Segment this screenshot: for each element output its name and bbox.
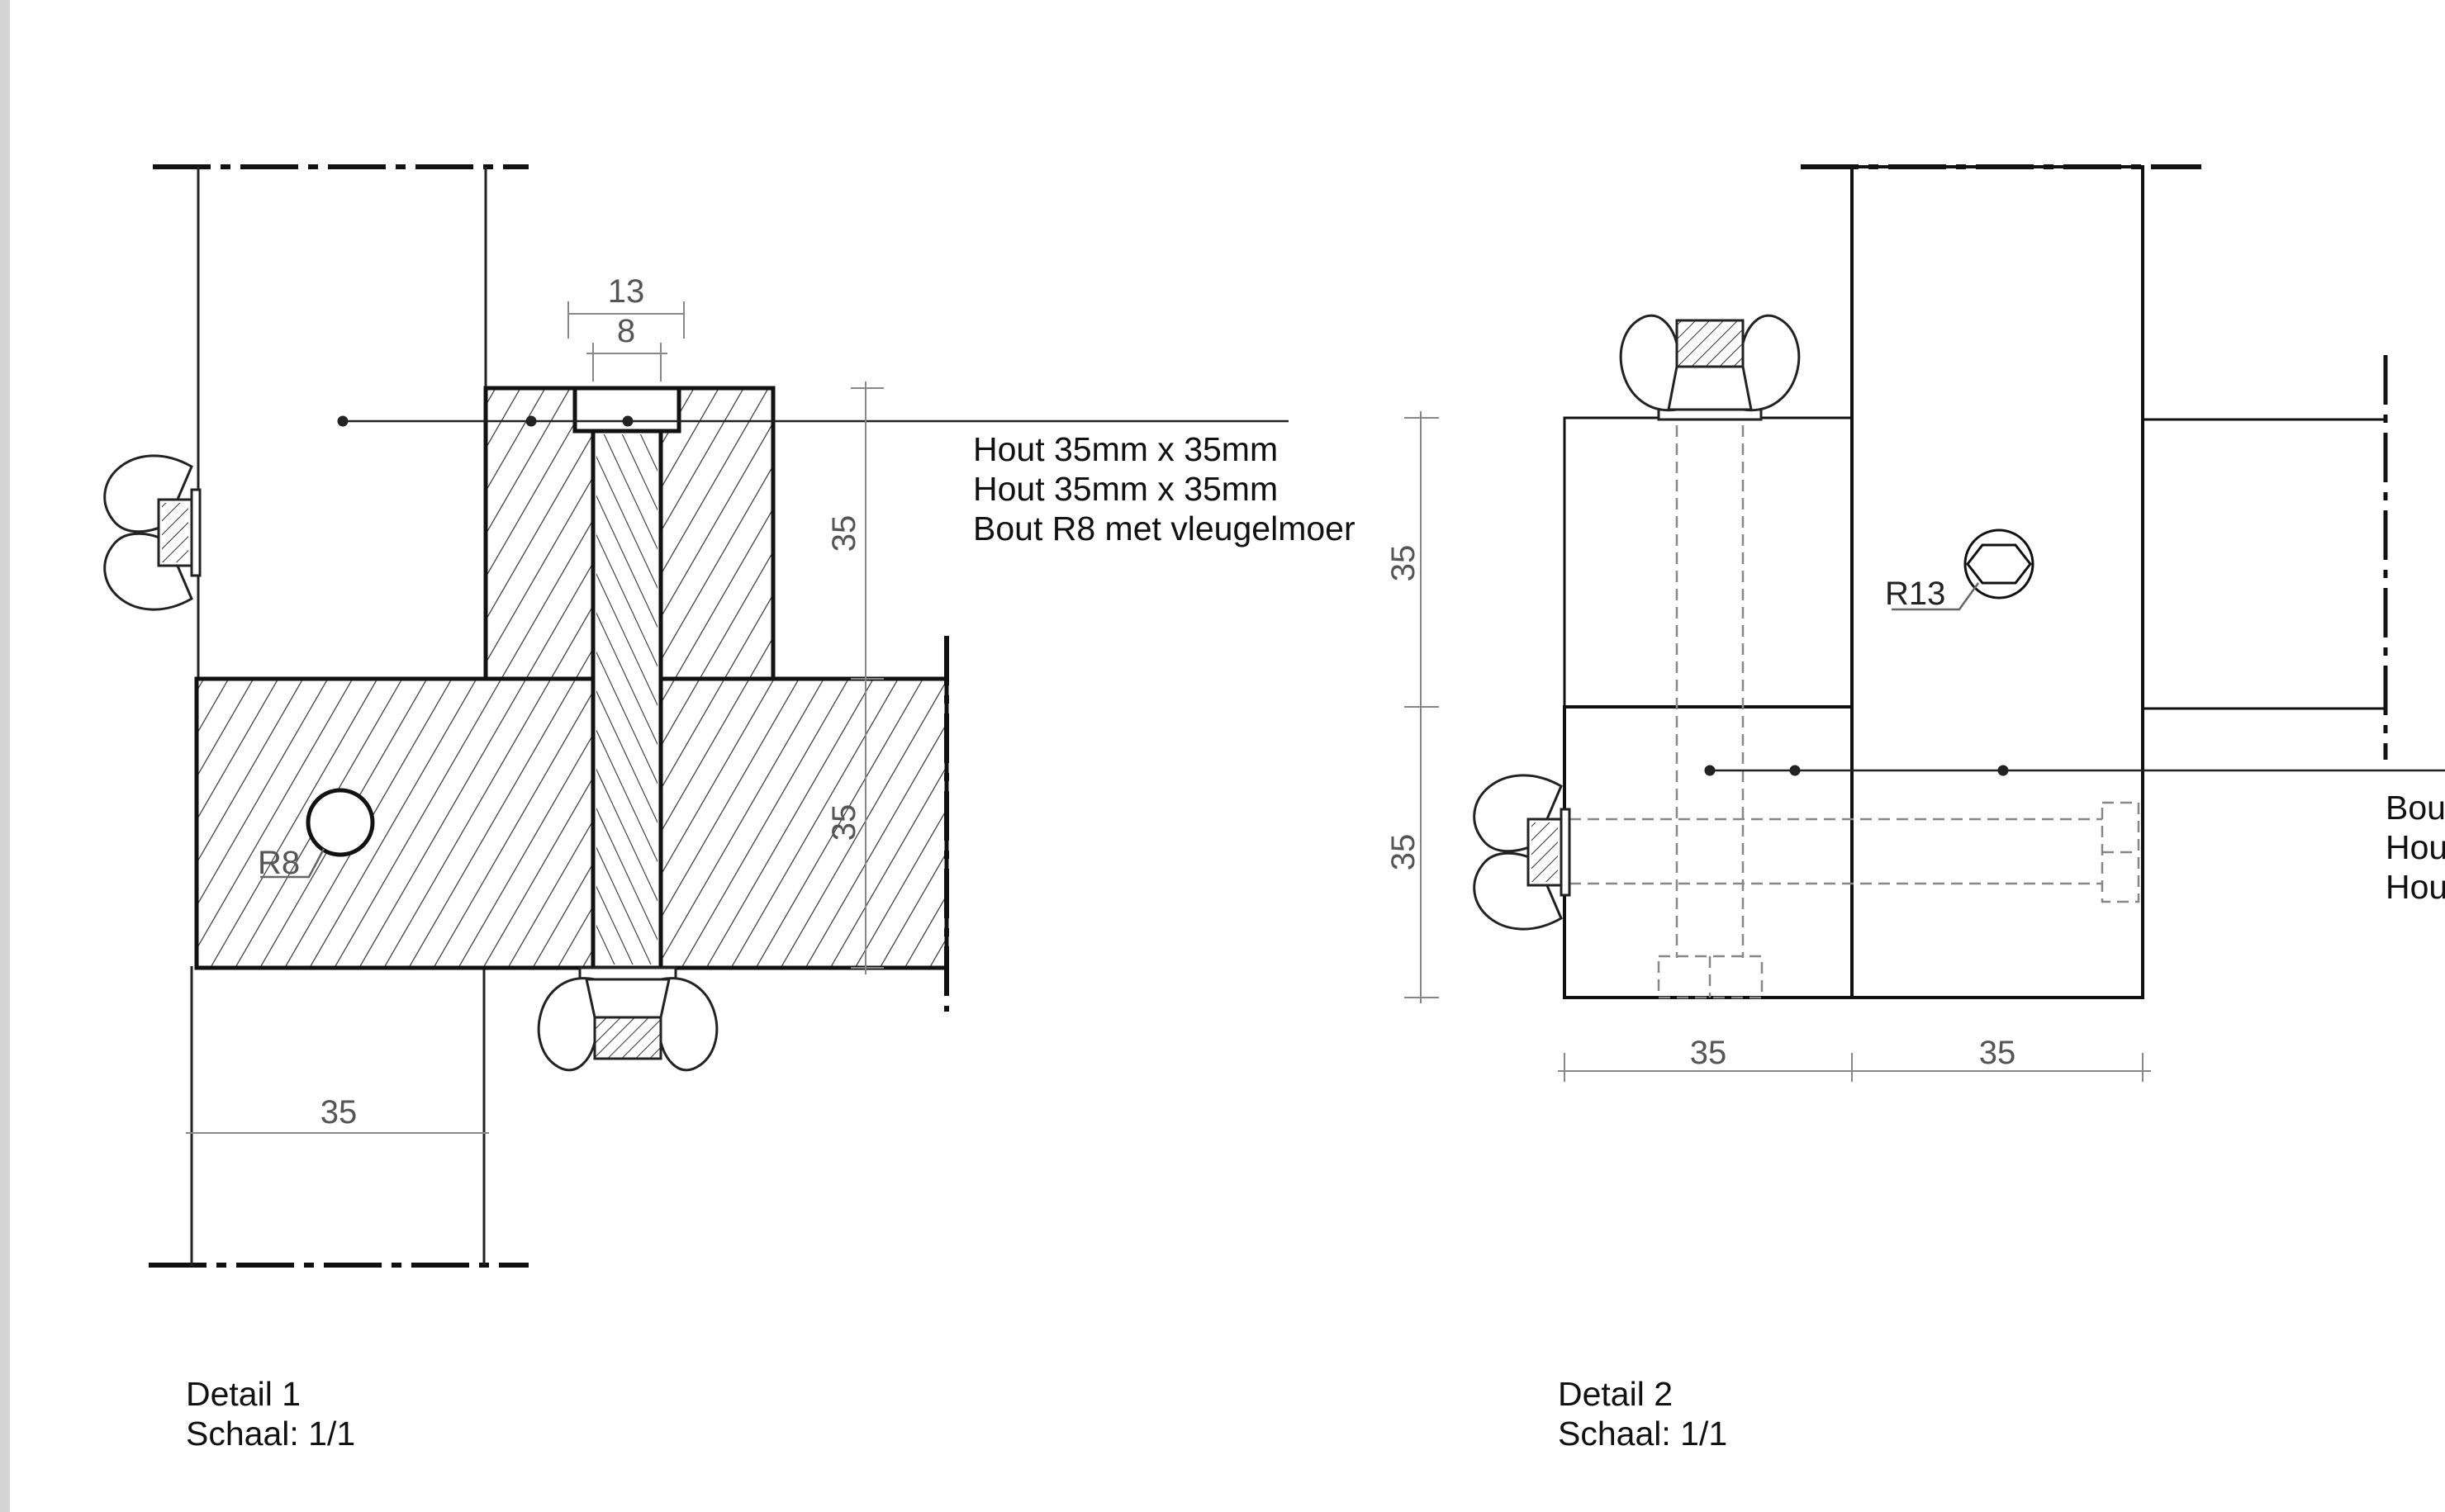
detail-2-title: Detail 2	[1558, 1375, 1673, 1413]
dim-35-left-2: 35	[1690, 1035, 1727, 1071]
detail-1	[103, 164, 1289, 1268]
left-block-lower	[1563, 705, 1854, 999]
wing-nut-bottom	[537, 966, 719, 1072]
dim-35-right-2: 35	[1979, 1035, 2016, 1071]
label-r13: R13	[1885, 576, 1945, 612]
bolt-head-r13	[1963, 528, 2034, 600]
detail-2	[1404, 164, 2445, 1082]
detail-2-scale: Schaal: 1/1	[1558, 1415, 1727, 1453]
dim-35-bottom-2: 35	[1385, 834, 1422, 871]
detail-1-scale: Schaal: 1/1	[186, 1415, 355, 1453]
dim-35-top-2: 35	[1385, 545, 1422, 582]
label-line-1: Hout 35mm x 35mm	[973, 430, 1278, 468]
label-r8: R8	[258, 845, 300, 881]
dim-35-width: 35	[320, 1094, 358, 1130]
left-block-upper	[1563, 416, 1854, 709]
label2-line-1: Bou	[2386, 789, 2445, 827]
wing-nut-left-2	[1473, 774, 1571, 931]
label-line-2: Hout 35mm x 35mm	[973, 470, 1278, 508]
dim-8: 8	[617, 313, 635, 349]
label-line-3: Bout R8 met vleugelmoer	[973, 510, 1355, 547]
dim-13: 13	[608, 273, 645, 310]
wing-nut-top	[1619, 314, 1801, 421]
dim-35-top: 35	[826, 515, 862, 552]
label2-line-2: Hou	[2386, 828, 2445, 866]
wing-nut-left	[103, 454, 202, 611]
dim-35-bottom: 35	[826, 804, 862, 841]
page-margin	[0, 0, 10, 1512]
hole-r8	[306, 788, 375, 857]
label2-line-3: Hou	[2386, 868, 2445, 906]
right-arm	[2143, 418, 2386, 710]
detail-1-title: Detail 1	[186, 1375, 301, 1413]
